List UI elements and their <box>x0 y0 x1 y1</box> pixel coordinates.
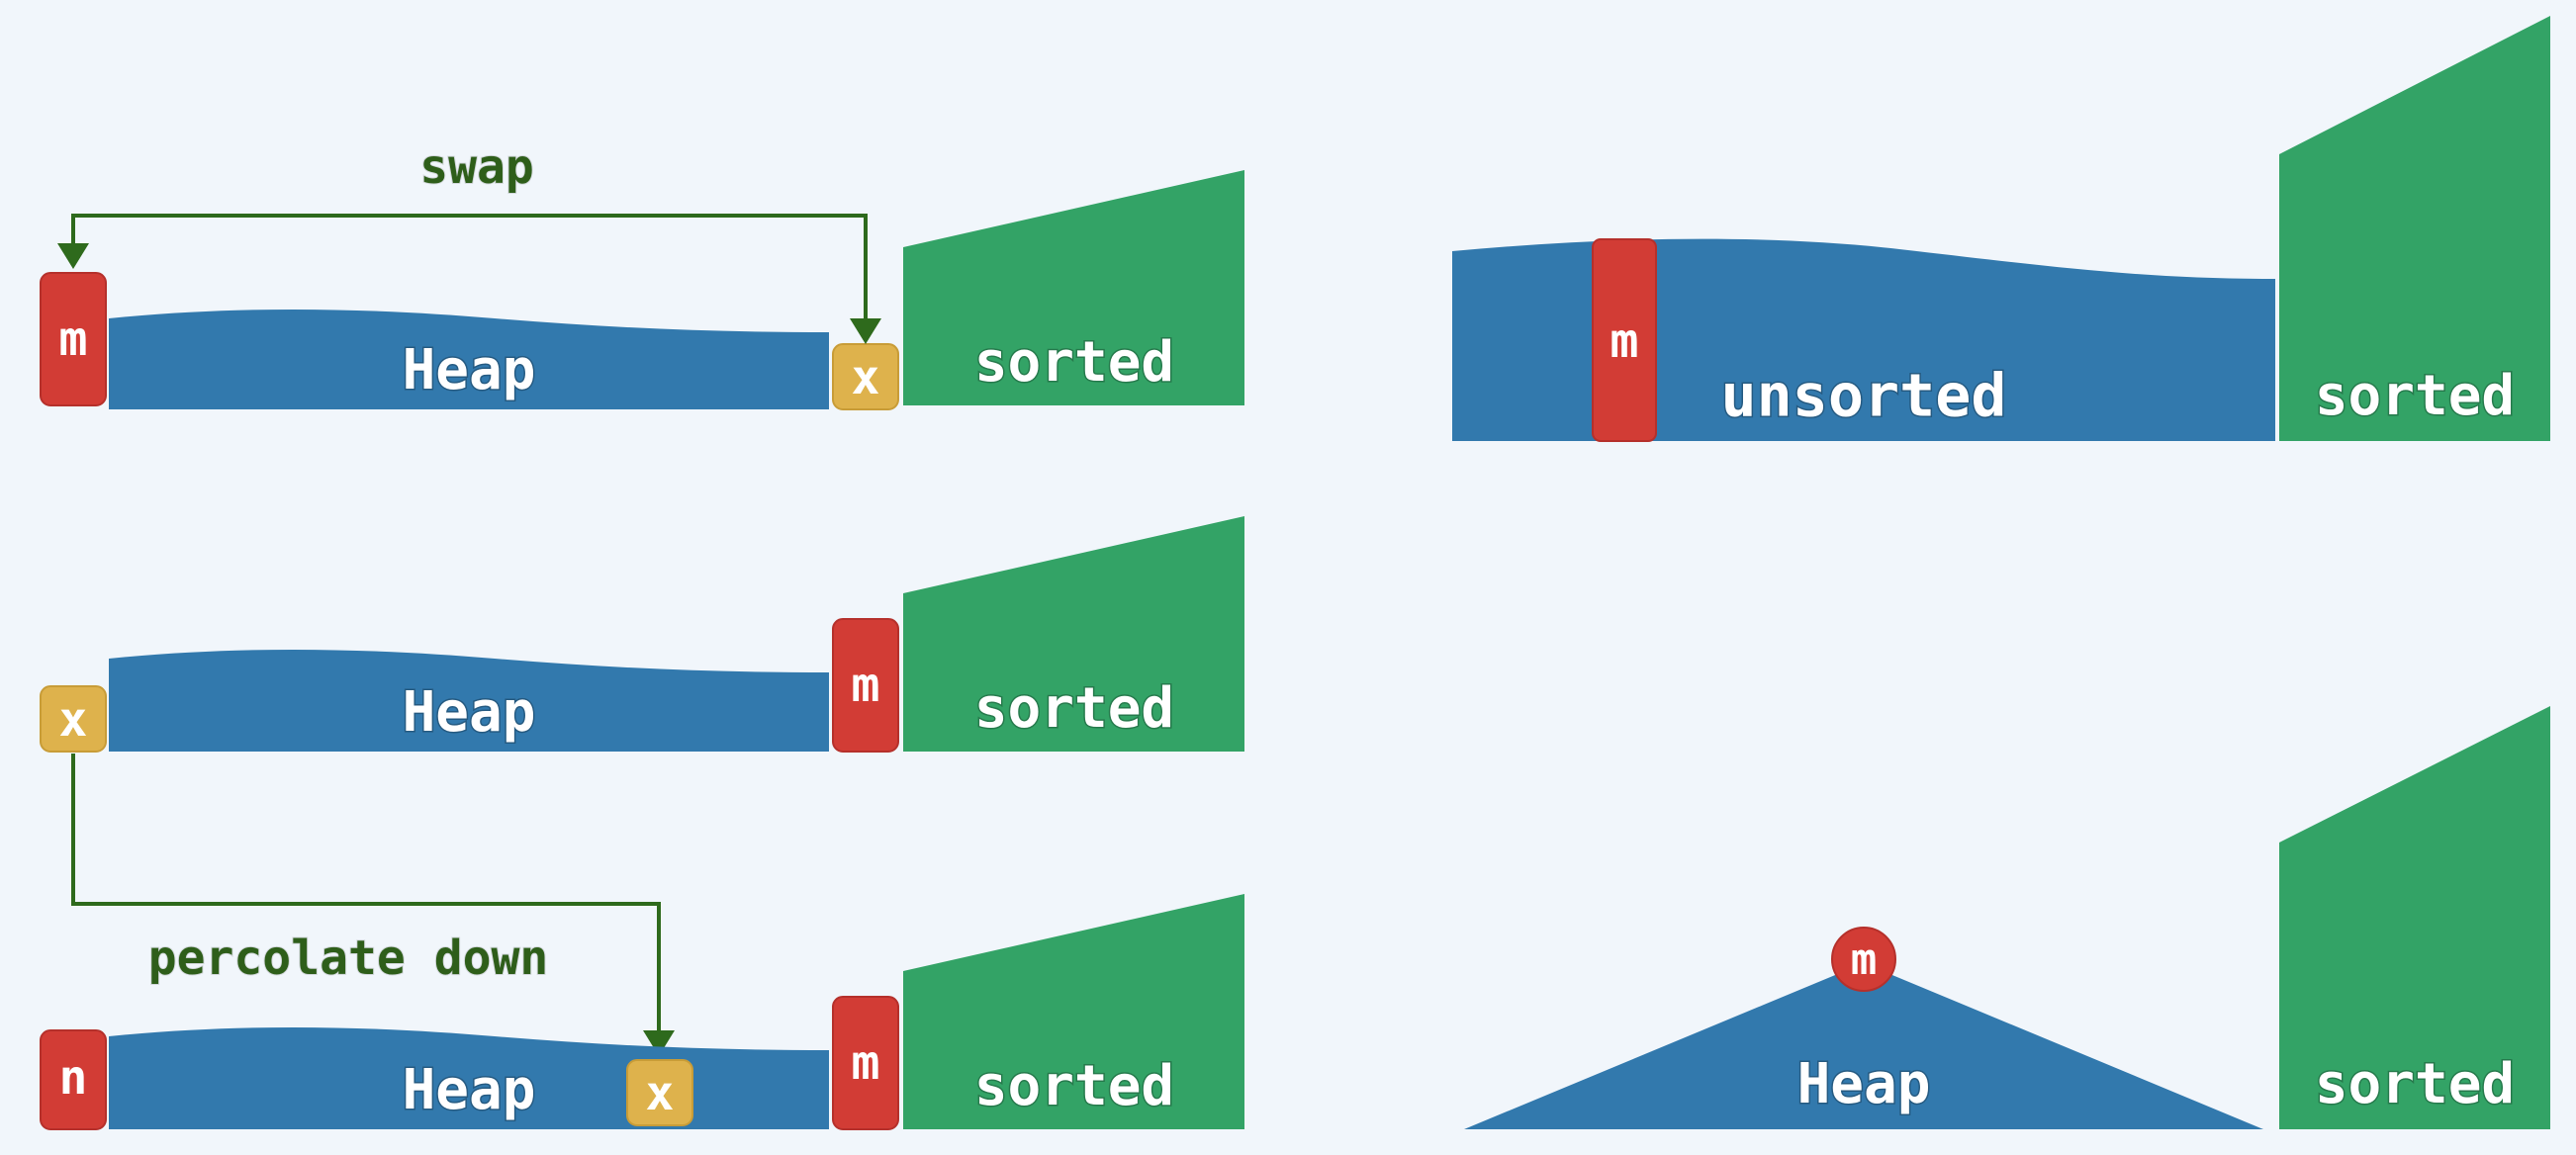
sorted-label: sorted <box>2315 1052 2515 1116</box>
panel-overview: m unsorted sorted <box>1452 16 2550 442</box>
last-element <box>40 685 107 753</box>
panel-heap-tree: m Heap sorted <box>1464 706 2550 1129</box>
swap-arrow-head-left <box>57 243 89 269</box>
unsorted-region <box>1452 238 2275 441</box>
swap-arrow <box>71 214 868 324</box>
sorted-region <box>2279 706 2550 1129</box>
max-element-label: m <box>1851 934 1878 985</box>
swap-arrow-head-right <box>850 318 881 344</box>
heap-triangle <box>1464 963 2263 1129</box>
heap-label: Heap <box>403 680 536 745</box>
max-element <box>40 272 107 406</box>
swap-label: swap <box>419 139 534 195</box>
heap-region <box>109 649 829 752</box>
sorted-label: sorted <box>974 676 1174 741</box>
sorted-region <box>903 894 1244 1129</box>
percolate-arrow-head <box>643 1030 675 1056</box>
max-element <box>1831 927 1896 992</box>
sorted-region <box>2279 16 2550 441</box>
percolate-arrow <box>71 754 661 1036</box>
max-element <box>832 996 899 1130</box>
unsorted-label: unsorted <box>1721 362 2007 431</box>
sorted-label: sorted <box>974 330 1174 395</box>
moved-element-label: x <box>646 1066 675 1121</box>
panel-after-swap: x Heap m sorted <box>40 516 1244 753</box>
sorted-region <box>903 516 1244 752</box>
heap-region <box>109 309 829 409</box>
sorted-region <box>903 170 1244 405</box>
max-element-label: m <box>59 311 88 367</box>
max-element-label: m <box>852 1035 880 1091</box>
heap-label: Heap <box>403 1058 536 1122</box>
last-element-label: x <box>852 350 880 405</box>
max-element-label: m <box>852 658 880 713</box>
heap-label: Heap <box>403 338 536 402</box>
max-element <box>832 618 899 753</box>
sorted-label: sorted <box>974 1054 1174 1118</box>
percolate-label: percolate down <box>148 931 549 986</box>
next-element <box>40 1029 107 1130</box>
next-element-label: n <box>59 1050 88 1106</box>
panel-percolate: percolate down n Heap x m sorted <box>40 754 1244 1130</box>
heap-label: Heap <box>1797 1052 1931 1116</box>
moved-element <box>626 1059 693 1126</box>
max-element <box>1592 238 1657 442</box>
panel-swap: Heap m x sorted swap <box>40 138 1244 410</box>
last-element-label: x <box>59 692 88 748</box>
max-element-label: m <box>1610 313 1639 369</box>
sorted-label: sorted <box>2315 364 2515 428</box>
